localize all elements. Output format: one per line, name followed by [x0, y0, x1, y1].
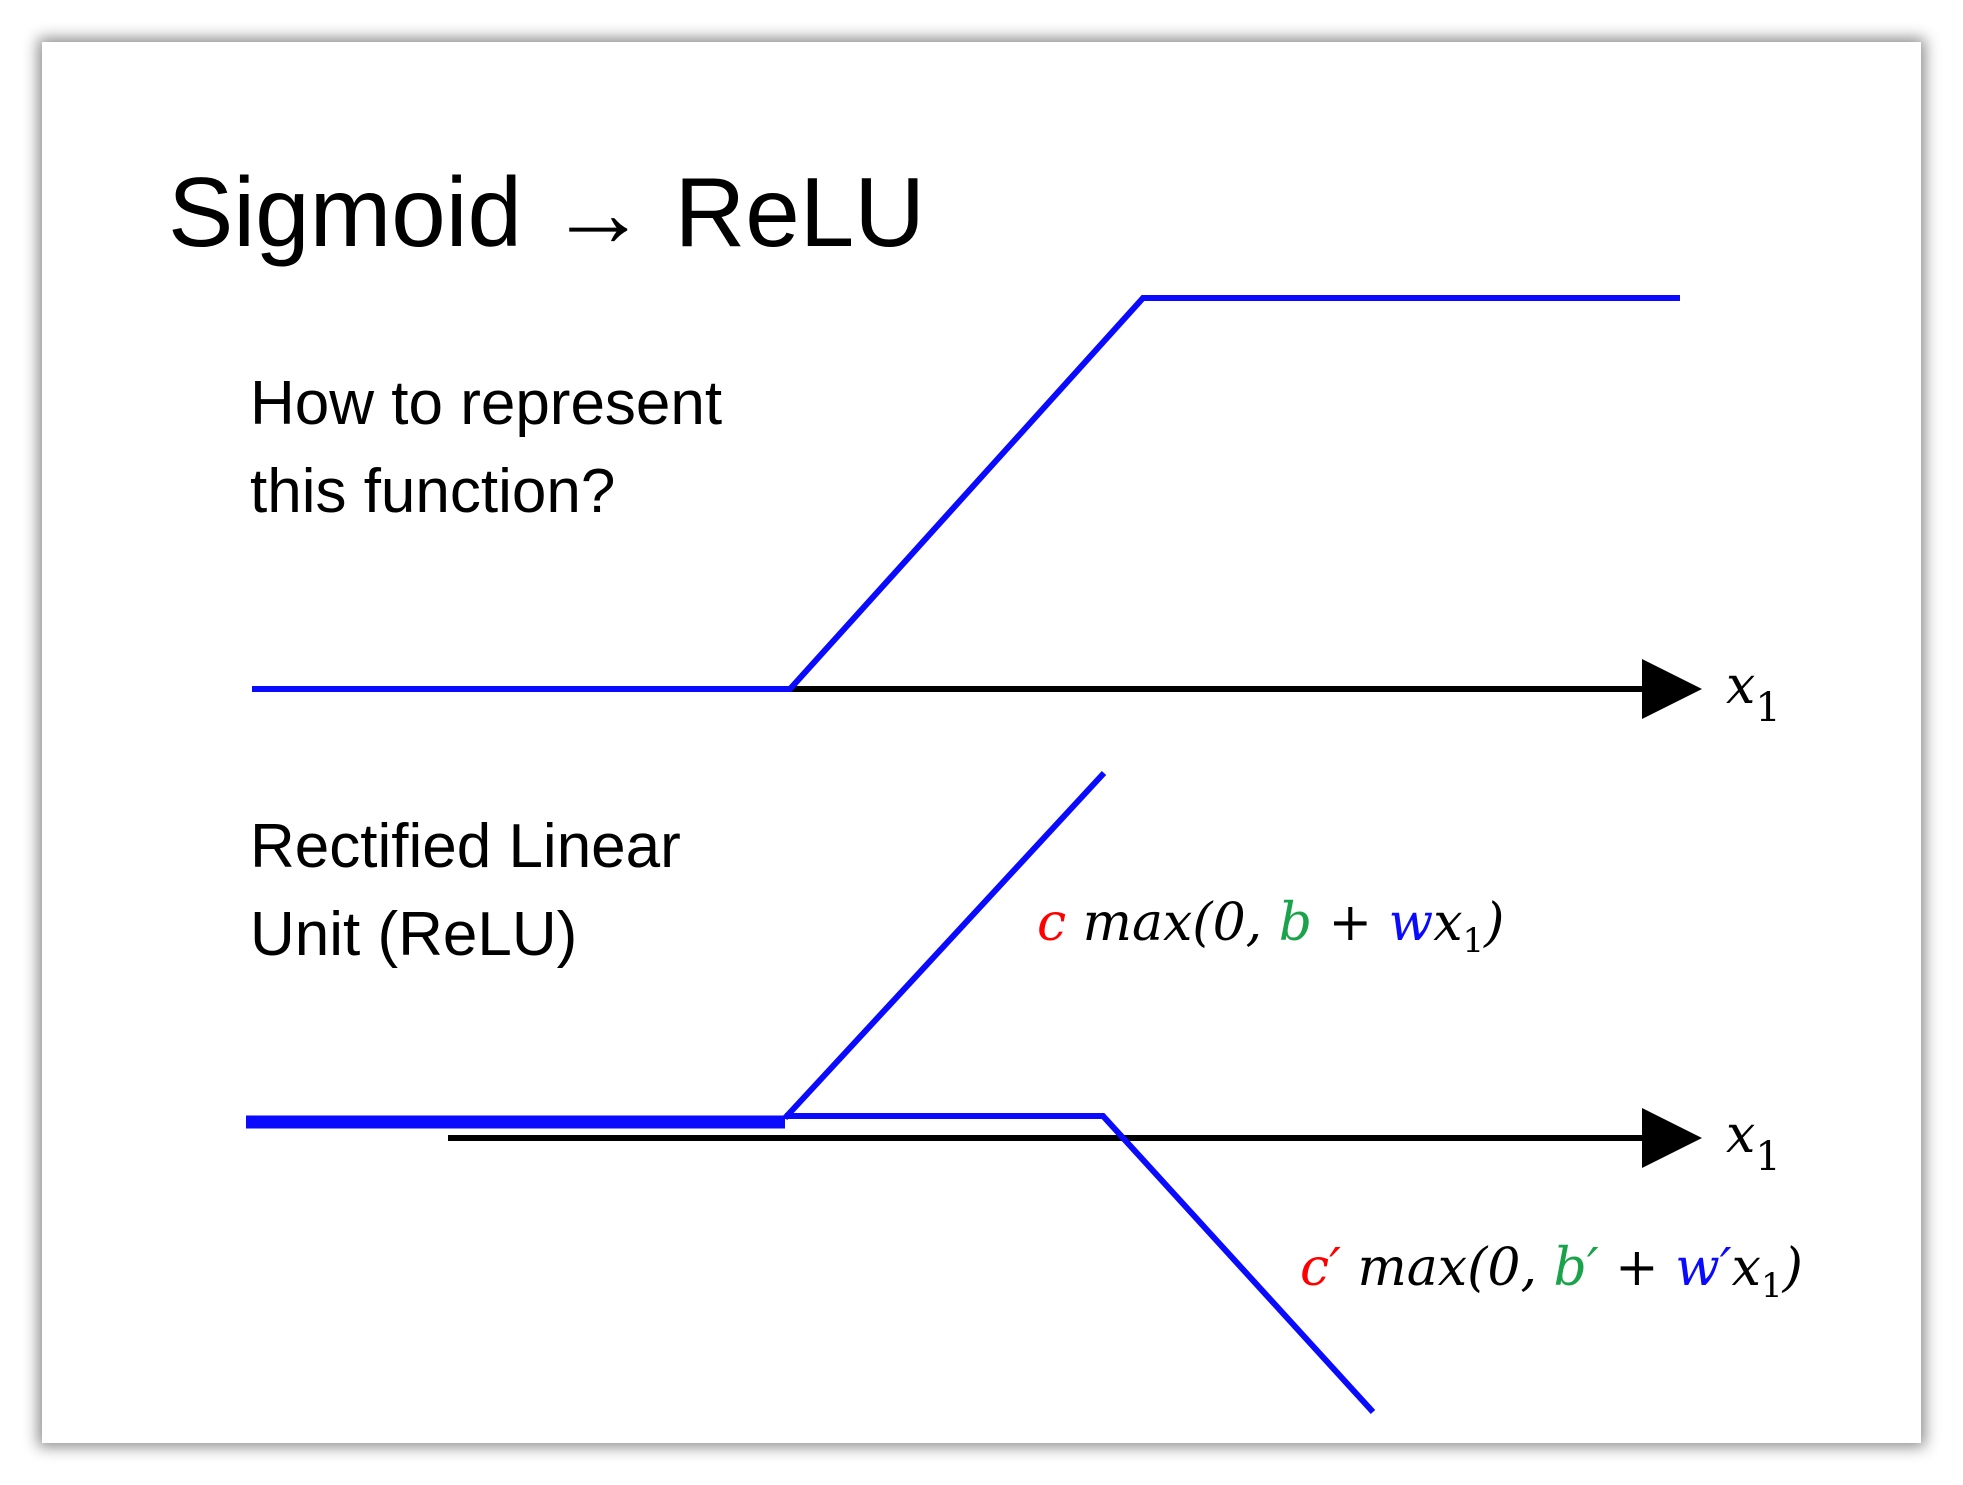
bottom-axis-label: x1: [1726, 1105, 1781, 1180]
relu-formula-1: c max(0, b + wx1): [1037, 893, 1504, 961]
slide-card: [42, 42, 1921, 1443]
relu-label-line-1: Rectified Linear: [250, 812, 681, 881]
question-line-2: this function?: [250, 457, 616, 526]
slide-title: Sigmoid → ReLU: [168, 157, 926, 267]
relu-falling-curve: [785, 1113, 1376, 1415]
relu-rising-curve: [782, 770, 1107, 1121]
top-hard-sigmoid-curve: [252, 295, 1680, 692]
top-axis-label: x1: [1726, 656, 1781, 731]
relu-label-line-2: Unit (ReLU): [250, 900, 578, 969]
relu-formula-2: c′ max(0, b′ + w′x1): [1300, 1238, 1803, 1306]
question-line-1: How to represent: [250, 369, 723, 438]
